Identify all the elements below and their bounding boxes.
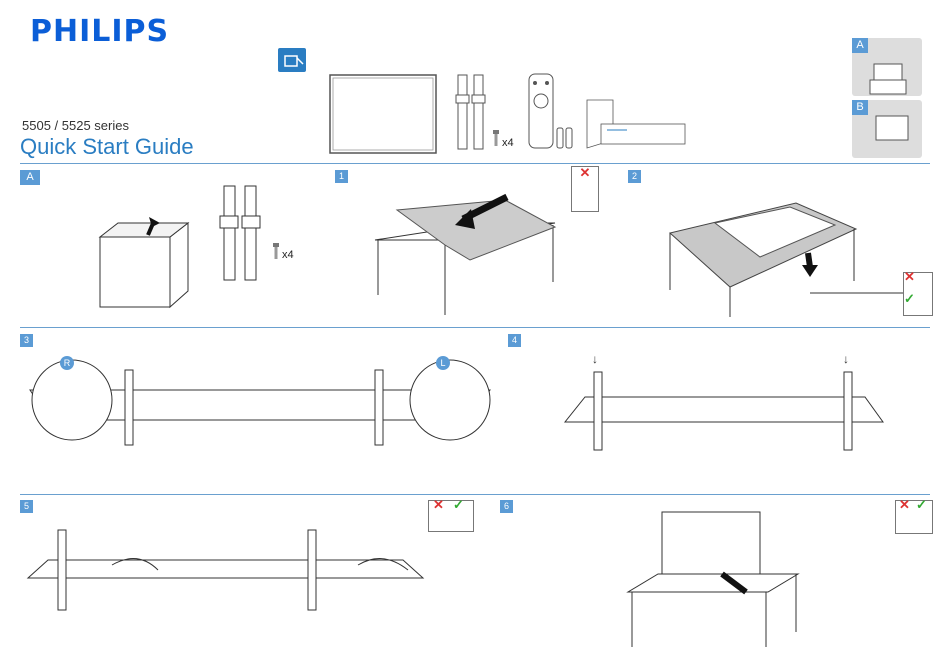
wrong-mark: ✕	[579, 165, 591, 180]
box-illustration	[98, 217, 190, 309]
battery-icon	[556, 127, 573, 149]
stand-attach-illustration	[29, 359, 491, 446]
arrow-down-left: ↓	[592, 352, 598, 366]
stand-illustration	[219, 185, 261, 281]
right-mark-5: ✓	[453, 497, 464, 512]
right-mark-6: ✓	[916, 497, 927, 512]
tv-placed-illustration	[626, 511, 800, 647]
step-2-hint: ✕ ✓	[903, 269, 933, 316]
side-panel-b: B	[852, 100, 922, 158]
stand-icon	[455, 74, 486, 150]
wrong-mark-2: ✕	[904, 269, 915, 284]
table-cloth-illustration	[374, 193, 557, 315]
stand-insert-illustration	[563, 371, 884, 451]
remote-icon	[528, 73, 554, 149]
divider-1	[20, 163, 930, 164]
model-series: 5505 / 5525 series	[22, 118, 129, 133]
step-1-hint: ✕	[571, 166, 599, 212]
tv-on-table-illustration	[668, 202, 903, 317]
divider-3	[20, 494, 930, 495]
step-3-badge: 3	[20, 334, 33, 347]
step-1-badge: 1	[335, 170, 348, 183]
screw-icon-a	[273, 243, 279, 259]
divider-2	[20, 327, 930, 328]
right-mark-2: ✓	[904, 291, 915, 306]
screw-fasten-illustration	[26, 529, 425, 611]
callout-r: R	[60, 356, 74, 370]
step-a-quantity: x4	[282, 249, 294, 261]
step-5-badge: 5	[20, 500, 33, 513]
step-a-badge: A	[20, 170, 40, 185]
side-panel-b-label: B	[852, 100, 868, 115]
philips-logo: PHILIPS	[30, 14, 170, 49]
side-panel-a: A	[852, 38, 922, 96]
wrong-mark-5: ✕	[433, 497, 444, 512]
step-6-badge: 6	[500, 500, 513, 513]
step-5-hint: ✕ ✓	[428, 497, 474, 532]
side-panel-a-label: A	[852, 38, 868, 53]
wrong-mark-6: ✕	[899, 497, 910, 512]
callout-l: L	[436, 356, 450, 370]
arrow-down-right: ↓	[843, 352, 849, 366]
step-6-hint: ✕ ✓	[895, 497, 933, 534]
screw-icon	[493, 130, 499, 146]
unbox-icon	[278, 48, 306, 72]
step-2-badge: 2	[628, 170, 641, 183]
tv-icon	[329, 74, 437, 154]
step-4-badge: 4	[508, 334, 521, 347]
page-title: Quick Start Guide	[20, 134, 194, 159]
screw-quantity: x4	[502, 137, 514, 149]
manual-icon	[586, 99, 686, 149]
